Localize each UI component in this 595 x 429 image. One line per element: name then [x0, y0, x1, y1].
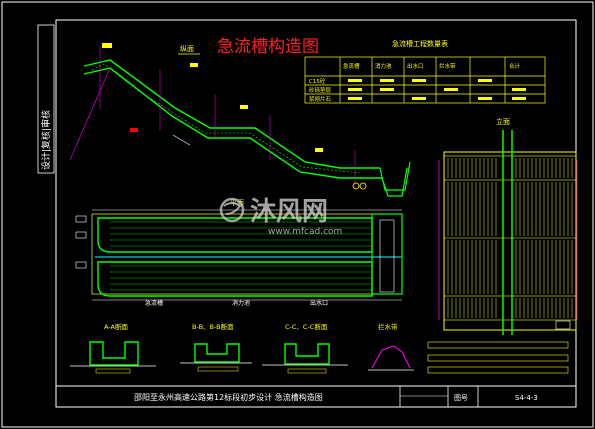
section-aa [70, 341, 156, 374]
section-cc [262, 343, 348, 374]
drain-outline [371, 345, 411, 369]
rebar-lines [447, 158, 573, 318]
plan-outline [91, 213, 403, 295]
plan-channel [97, 217, 373, 253]
table-mark [478, 97, 492, 100]
table-header-cell: 消力池 [375, 62, 392, 70]
label-end-view: 立面 [496, 117, 510, 126]
plan-outlet-box [371, 213, 403, 295]
table-mark [478, 79, 492, 82]
table-header-cell: 出水口 [407, 62, 424, 70]
section-bb [180, 343, 252, 372]
table-mark [348, 79, 362, 82]
elevation-view [69, 43, 411, 197]
table-mark [412, 79, 426, 82]
watermark-logo-swirl [223, 202, 242, 215]
outlet-basin [379, 161, 411, 197]
table-value-marks [348, 79, 526, 100]
table-mark [380, 88, 394, 91]
label-drain: 拦水带 [378, 322, 398, 331]
section-cc-outline [284, 343, 330, 365]
plan-view [75, 209, 403, 301]
watermark-brand: 沐风网 [250, 197, 328, 227]
table-border [304, 56, 546, 104]
end-view-band-top [443, 155, 577, 181]
title-block [56, 385, 576, 407]
plan-label-mid: 消力池 [232, 299, 250, 307]
plan-channel-2 [97, 261, 373, 297]
quantity-table [304, 56, 546, 104]
table-mark [512, 88, 526, 91]
table-rows: C15砼 砂砾垫层 浆砌片石 [309, 77, 332, 103]
side-strip [37, 24, 55, 174]
plan-side-tag-3 [75, 261, 87, 269]
end-view [438, 130, 578, 335]
plan-side-tag-1 [75, 215, 87, 223]
drawing-title: 急流槽构造图 [217, 37, 319, 57]
table-mark [380, 79, 394, 82]
outlet-symbol-2 [359, 182, 367, 190]
notes-block [427, 341, 569, 374]
title-block-project: 邵阳至永州高速公路第12标段初步设计 急流槽构造图 [134, 392, 323, 402]
note-bar-2 [427, 354, 569, 362]
note-bar-3 [427, 366, 569, 374]
table-row-label: 浆砌片石 [309, 95, 332, 103]
table-header-cell: 急流槽 [343, 62, 360, 70]
section-aa-dim [95, 368, 131, 374]
title-block-drawing-no-label: 图号 [454, 394, 468, 402]
outlet-symbol-1 [352, 182, 360, 190]
slope-bottom-line [83, 67, 382, 179]
label-sec-bb: B-B、B-B断面 [192, 322, 234, 331]
elev-tag-1 [102, 43, 112, 48]
section-bb-dim [197, 366, 239, 372]
section-drain [368, 345, 414, 371]
table-mark [444, 88, 458, 91]
plan-label-right: 出水口 [310, 299, 328, 307]
note-bar-1 [427, 341, 569, 349]
side-strip-text: 设计|复核|审核 [40, 110, 52, 170]
table-row-label: 砂砾垫层 [309, 86, 332, 94]
table-header-cell: 拦水带 [439, 62, 456, 70]
table-mark [412, 97, 426, 100]
plan-label-left: 急流槽 [145, 299, 163, 307]
elev-tag-4 [315, 148, 323, 152]
elev-tag-5 [130, 128, 138, 132]
elev-leader [172, 134, 191, 146]
label-elevation: 纵面 [180, 45, 194, 53]
table-title: 急流槽工程数量表 [392, 39, 448, 48]
section-aa-outline [89, 341, 139, 366]
label-sec-aa: A-A断面 [104, 322, 128, 331]
table-header-row: 急流槽 消力池 出水口 拦水带 合计 [343, 62, 521, 70]
section-bb-outline [194, 343, 240, 363]
plan-side-tag-2 [75, 231, 87, 239]
table-mark [348, 97, 362, 100]
slope-top-line [83, 59, 380, 169]
ground-line [69, 67, 111, 161]
end-view-band-bottom [443, 295, 577, 321]
plan-right-column [379, 219, 395, 293]
elev-tag-2 [190, 63, 198, 67]
watermark-url: www.mfcad.com [268, 227, 342, 237]
table-row-label: C15砼 [309, 77, 326, 85]
title-block-drawing-no: S4-4-3 [515, 394, 538, 402]
end-view-frame [443, 151, 577, 331]
table-mark [512, 97, 526, 100]
plan-grid-lines [110, 221, 372, 291]
label-plan: 平面 [230, 199, 244, 207]
end-view-footing [555, 320, 571, 330]
table-mark [348, 88, 362, 91]
watermark-logo-icon [219, 197, 245, 223]
section-cc-dim [287, 368, 327, 374]
label-sec-cc: C-C、C-C断面 [285, 322, 328, 331]
table-header-cell: 合计 [509, 62, 521, 70]
elev-tag-3 [240, 105, 248, 109]
watermark: 沐风网 www.mfcad.com [219, 197, 342, 237]
